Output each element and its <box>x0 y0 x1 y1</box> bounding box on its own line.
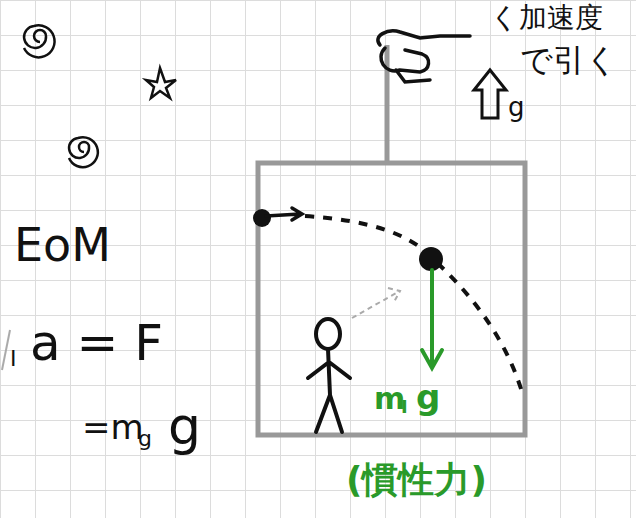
elevator-box <box>258 163 525 435</box>
handwritten-label: m <box>374 384 405 414</box>
cancel-mark <box>2 330 10 370</box>
observer-figure <box>308 319 350 432</box>
handwritten-label: EoM <box>14 222 111 268</box>
handwritten-label: g <box>138 428 152 450</box>
handwritten-label: I <box>10 348 17 370</box>
spiral-doodle <box>24 25 55 57</box>
handwritten-label: a = F <box>30 318 163 368</box>
ball <box>419 247 443 271</box>
star-doodle <box>146 68 176 98</box>
velocity-arrow <box>266 208 302 220</box>
acceleration-arrow <box>474 70 506 118</box>
handwritten-label: g <box>168 400 201 452</box>
handwritten-label: I <box>401 398 408 416</box>
rope <box>385 45 390 163</box>
handwritten-label: (慣性力) <box>346 462 487 498</box>
ball <box>253 209 271 227</box>
gaze-arrow <box>352 288 400 318</box>
force-arrow <box>422 270 442 368</box>
handwritten-label: g <box>416 380 440 414</box>
handwritten-label: で引く <box>520 44 618 76</box>
handwritten-label: g <box>508 94 525 120</box>
hand <box>378 31 470 82</box>
handwritten-label: =m <box>82 410 144 444</box>
handwritten-label: く加速度 <box>490 4 603 32</box>
spiral-doodle <box>69 137 98 167</box>
trajectory <box>305 216 522 392</box>
